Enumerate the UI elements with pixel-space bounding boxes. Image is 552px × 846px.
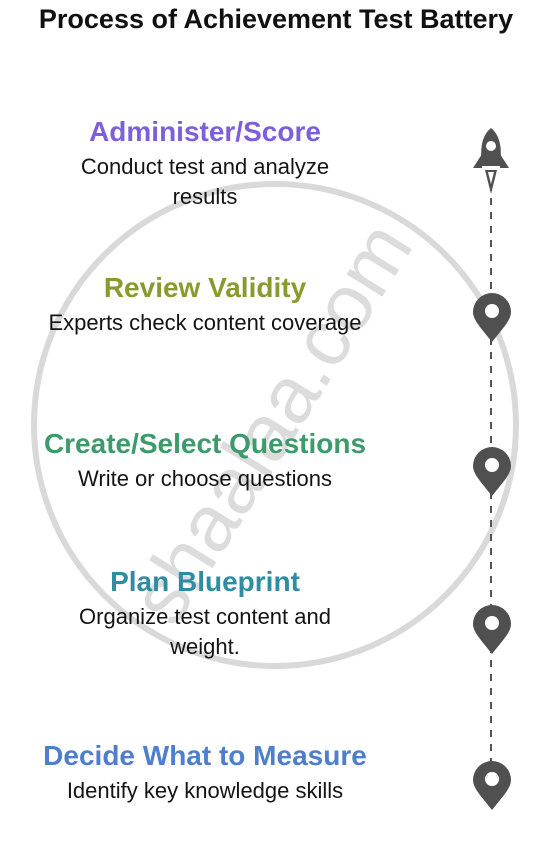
step-description: Experts check content coverage: [48, 310, 362, 335]
step-create-select-questions: Create/Select Questions Write or choose …: [10, 428, 400, 494]
step-title: Administer/Score: [89, 116, 321, 147]
step-description: Organize test content and weight.: [79, 604, 331, 659]
step-review-validity: Review Validity Experts check content co…: [10, 272, 400, 338]
step-administer-score: Administer/Score Conduct test and analyz…: [10, 116, 400, 212]
diagram-title: Process of Achievement Test Battery: [38, 4, 514, 34]
step-plan-blueprint: Plan Blueprint Organize test content and…: [10, 566, 400, 662]
step-description: Identify key knowledge skills: [66, 778, 344, 803]
step-description: Conduct test and analyze results: [80, 154, 330, 209]
step-title: Review Validity: [103, 272, 307, 303]
map-pin-icon: [473, 293, 511, 342]
step-description: Write or choose questions: [78, 466, 332, 491]
map-pin-icon: [473, 605, 511, 654]
map-pin-icon: [473, 447, 511, 496]
step-decide-what-to-measure: Decide What to Measure Identify key know…: [10, 740, 400, 806]
step-title: Create/Select Questions: [43, 428, 367, 459]
step-title: Plan Blueprint: [110, 566, 300, 597]
rocket-icon: [473, 128, 509, 194]
map-pin-icon: [473, 761, 511, 810]
step-title: Decide What to Measure: [43, 740, 367, 771]
